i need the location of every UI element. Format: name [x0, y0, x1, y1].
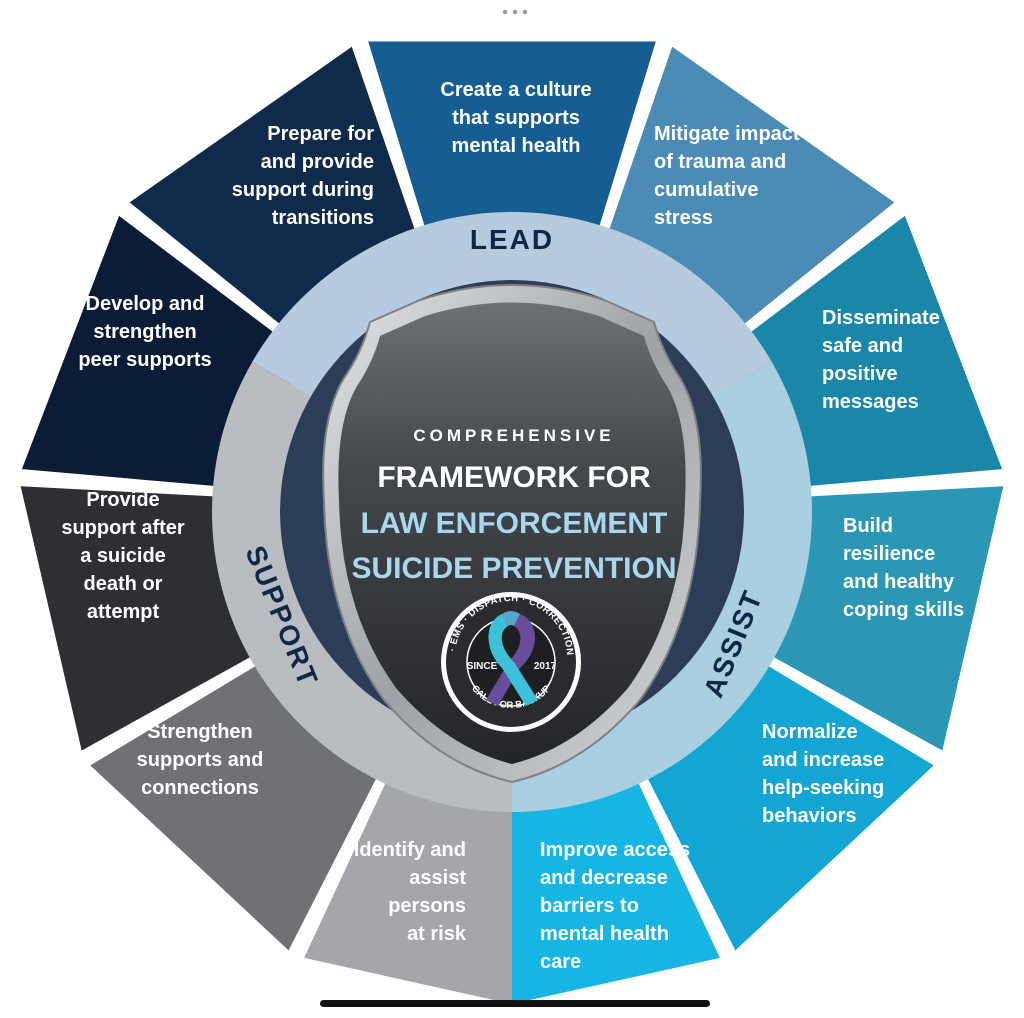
segment-label-trauma: Mitigate impact of trauma and cumulative…: [654, 123, 800, 229]
segment-culture: [368, 41, 656, 262]
center-suicide-prevention: SUICIDE PREVENTION: [351, 552, 676, 585]
segment-label-postvention: Provide support after a suicide death or…: [61, 489, 185, 623]
section-label-lead: LEAD: [470, 224, 554, 255]
ring-assist: [512, 362, 812, 812]
segment-label-messages: Disseminate safe and positive messages: [822, 307, 940, 413]
segment-label-identify: Identify and assist persons at risk: [353, 839, 466, 945]
segment-label-help-seeking: Normalize and increase help-seeking beha…: [762, 721, 885, 827]
ring-lead: [252, 212, 772, 396]
home-indicator[interactable]: [320, 1000, 710, 1007]
window-dots-icon: [502, 9, 528, 15]
logo-since: SINCE: [467, 661, 498, 672]
segment-label-access: Improve access and decrease barriers to …: [540, 839, 691, 973]
center-framework-for: FRAMEWORK FOR: [377, 461, 651, 494]
segment-identify: [304, 749, 512, 1004]
ring-support: [212, 362, 512, 812]
center-comprehensive: COMPREHENSIVE: [413, 426, 614, 445]
awareness-ribbon-icon: [486, 611, 538, 706]
police-shield: [322, 284, 702, 784]
segment-label-connections: Strengthen supports and connections: [136, 721, 264, 799]
segment-label-peer: Develop and strengthen peer supports: [78, 293, 212, 371]
segment-label-culture: Create a culture that supports mental he…: [440, 79, 592, 157]
center-law-enforcement: LAW ENFORCEMENT: [361, 507, 668, 540]
segment-access: [512, 749, 720, 1004]
segment-label-resilience: Build resilience and healthy coping skil…: [843, 515, 965, 621]
segment-label-transitions: Prepare for and provide support during t…: [231, 123, 374, 229]
logo-year: 2017: [534, 661, 557, 672]
